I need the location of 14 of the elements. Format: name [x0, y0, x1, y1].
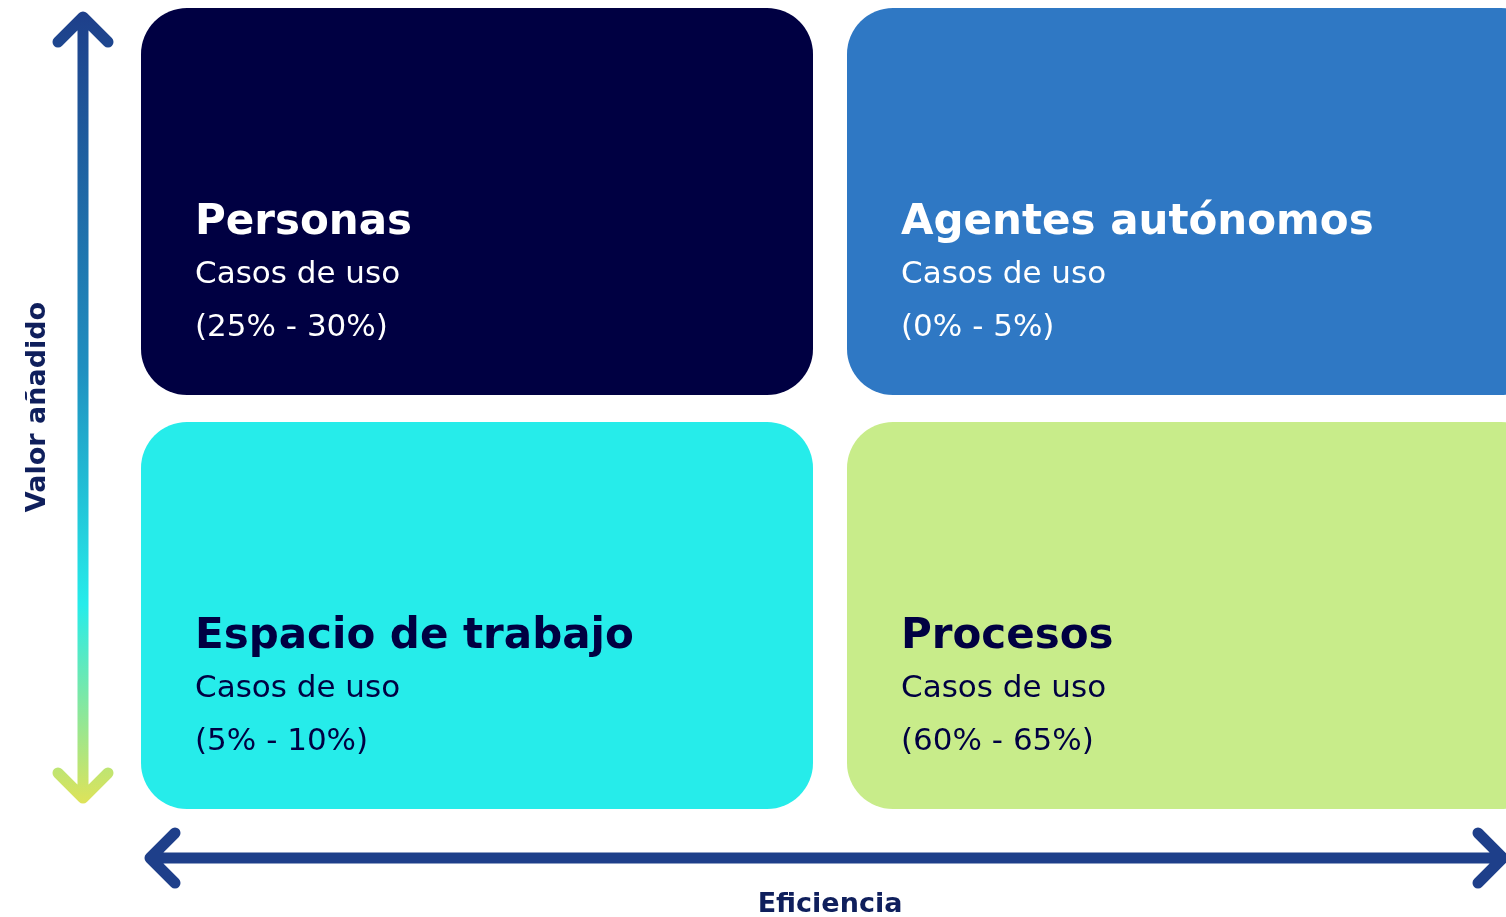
quadrant-card — [141, 8, 813, 395]
quadrant-description: Casos de uso (5% - 10%) — [195, 667, 402, 759]
quadrant-card — [141, 422, 813, 809]
quadrant-title: Procesos — [901, 608, 1114, 660]
quadrant-title: Personas — [195, 194, 413, 246]
quadrant-card — [847, 8, 1506, 395]
axis-label: Eficiencia — [757, 886, 903, 917]
quadrant-title: Espacio de trabajo — [195, 608, 634, 660]
quadrant-card — [847, 422, 1506, 809]
axis-label: Valor añadido — [19, 301, 51, 513]
quadrant-description: Casos de uso (25% - 30%) — [195, 253, 402, 345]
quadrant-description: Casos de uso (60% - 65%) — [901, 667, 1108, 759]
quadrant-description: Casos de uso (0% - 5%) — [901, 253, 1108, 345]
quadrant-title: Agentes autónomos — [901, 194, 1374, 246]
